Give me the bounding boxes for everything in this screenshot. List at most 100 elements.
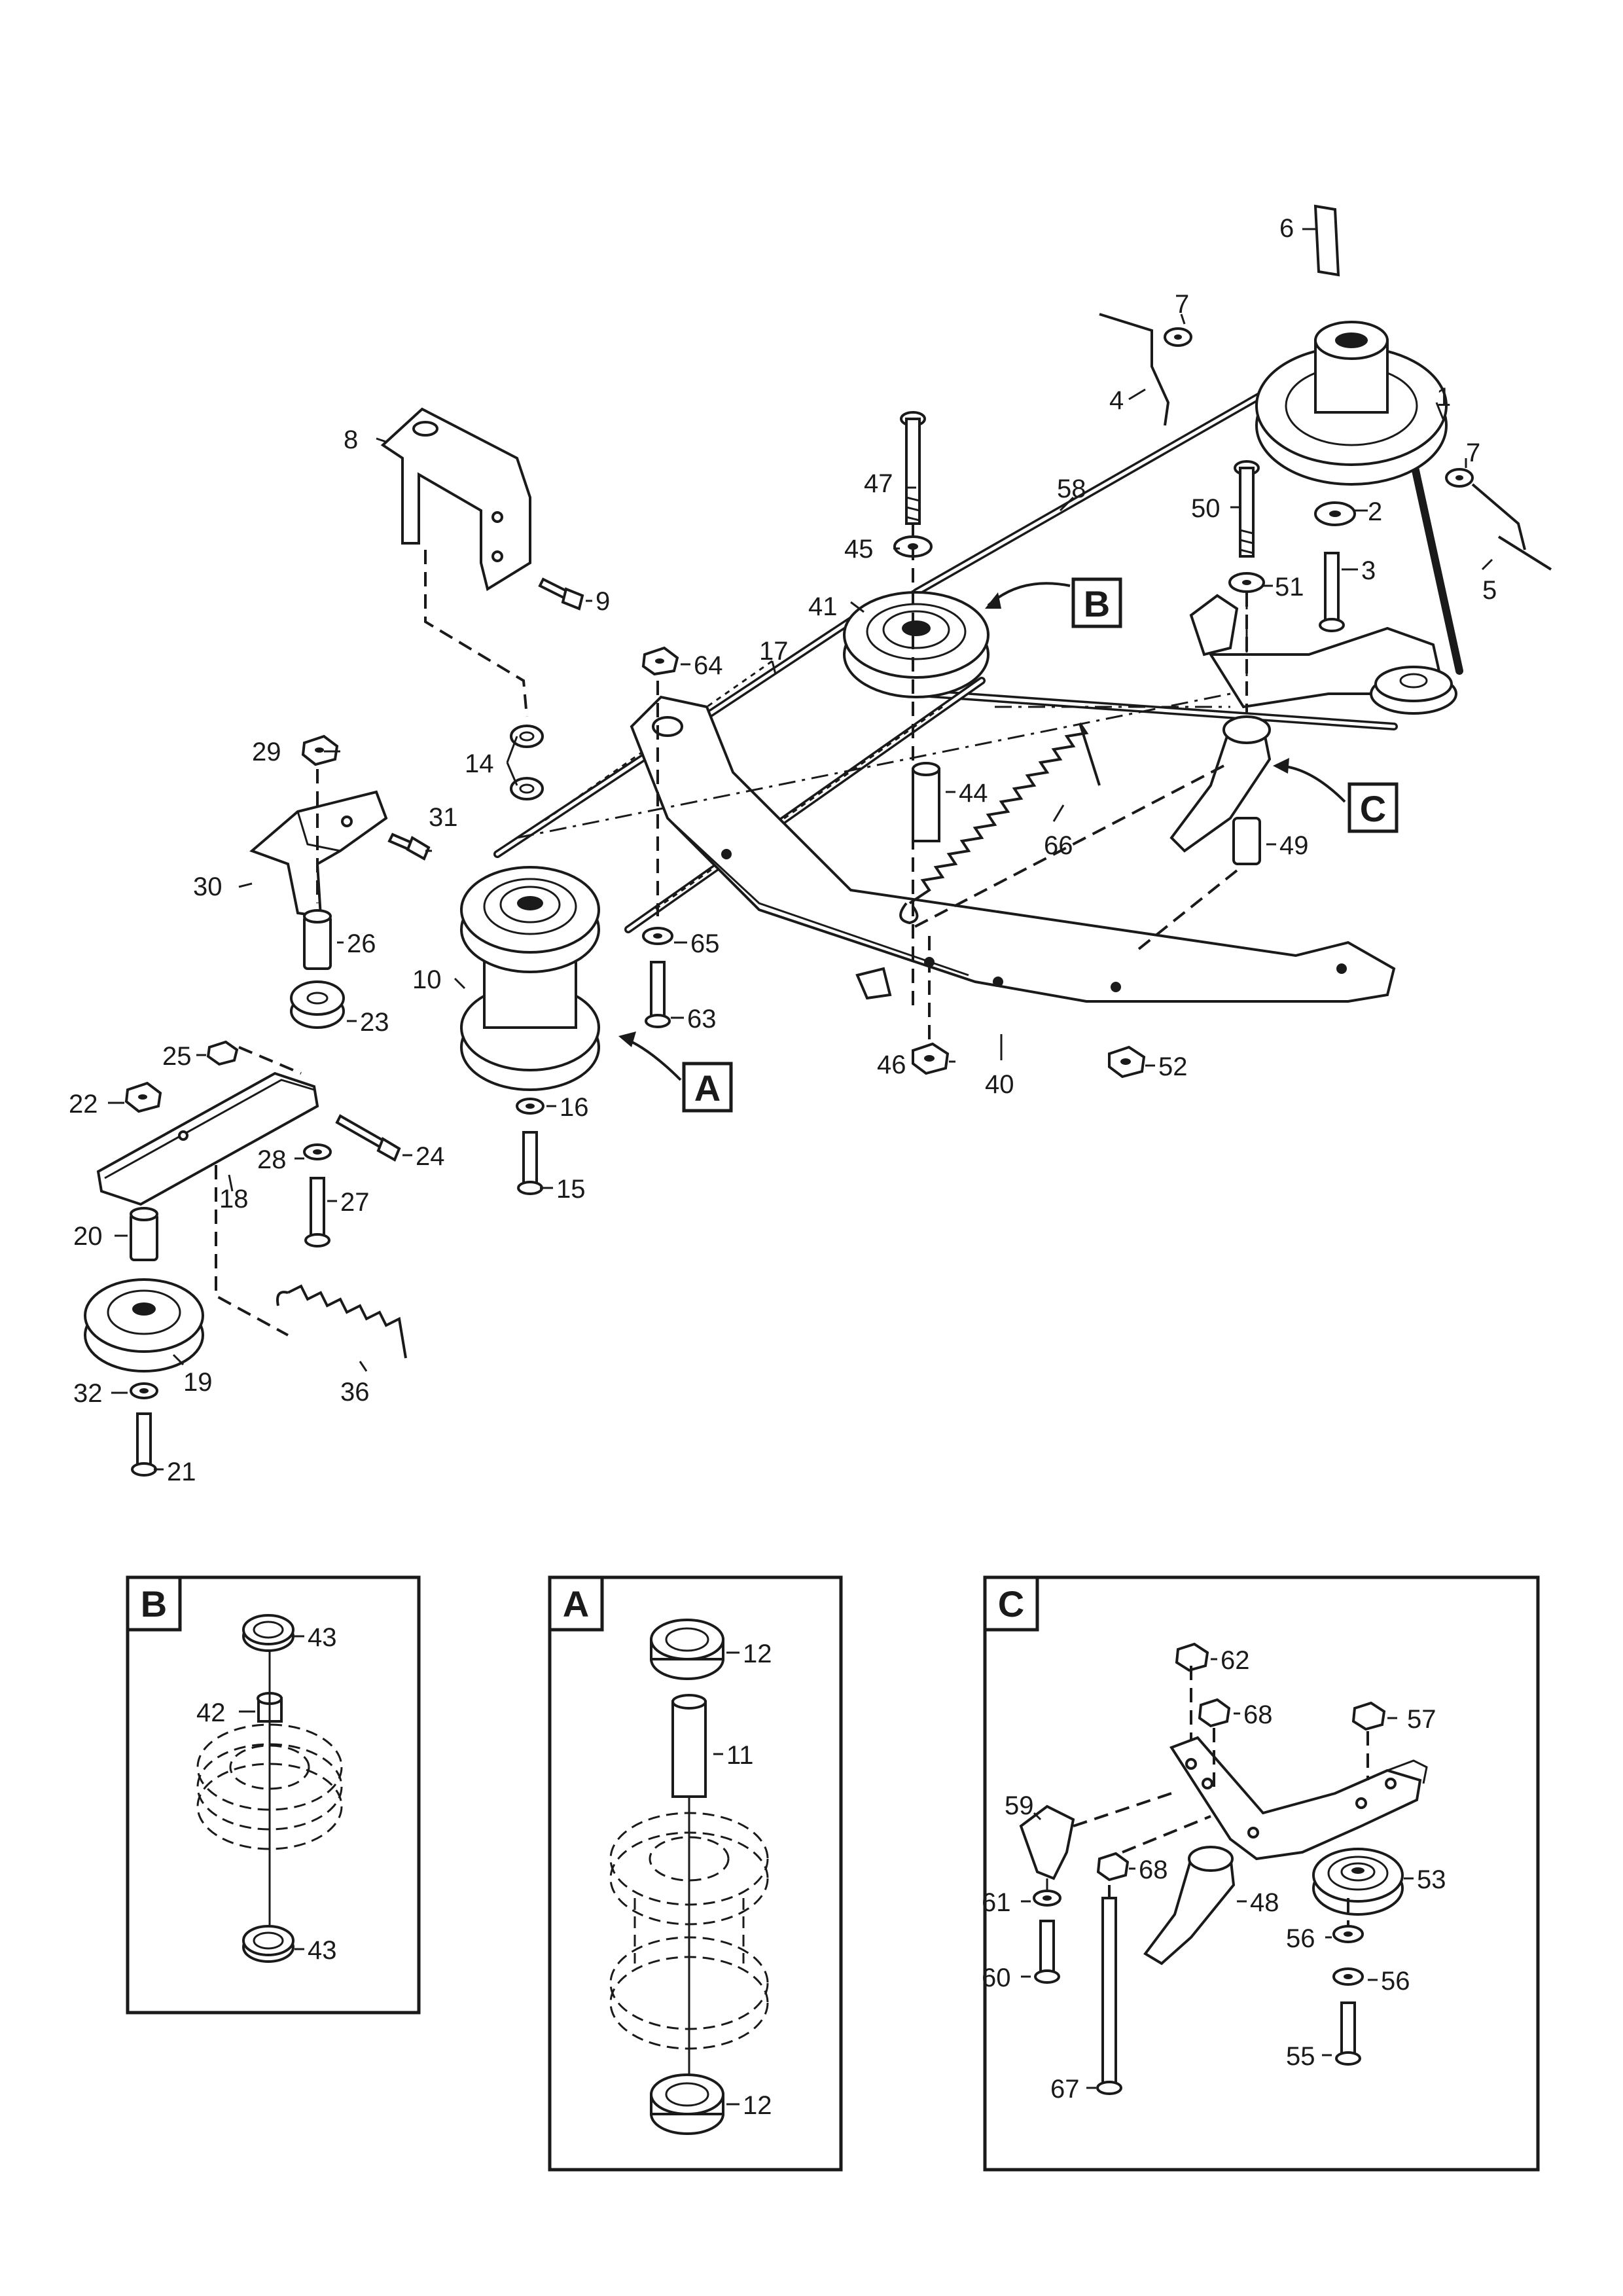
callout-c-label: C [1360,788,1386,829]
label-23: 23 [360,1008,389,1037]
label-46: 46 [877,1050,906,1079]
label-50: 50 [1191,494,1221,523]
label-29: 29 [252,738,281,766]
panel-b-title: B [141,1583,167,1624]
label-2: 2 [1368,497,1382,526]
detail-panel-a: A 12 11 12 [548,1575,843,2172]
label-65: 65 [690,929,720,958]
label-25: 25 [162,1042,192,1071]
label-56b: 56 [1381,1967,1410,1996]
label-6: 6 [1279,214,1294,243]
label-66: 66 [1044,831,1073,860]
label-30: 30 [193,872,223,901]
bolt-27 [304,1177,330,1247]
label-48: 48 [1250,1888,1279,1917]
label-64: 64 [694,651,723,680]
label-56a: 56 [1286,1924,1315,1953]
spacer-49 [1232,817,1261,865]
bolt-47 [900,411,926,525]
leader-lines [108,228,1493,1471]
plate-18 [96,1071,319,1206]
bolt-9 [538,577,584,611]
label-57: 57 [1407,1705,1436,1734]
callout-box-b: B [1071,577,1122,628]
callout-arrows [618,582,1346,1081]
bearing-43-upper [242,1614,294,1652]
panel-c-title: C [998,1583,1024,1624]
spacer-44 [912,762,940,842]
nut-22 [124,1081,162,1113]
label-27: 27 [340,1188,370,1217]
idler-arm-assembly [1169,594,1457,853]
spacer-11 [671,1694,707,1798]
washer-14-lower [510,777,544,800]
spring-66 [899,722,1101,925]
label-8: 8 [344,425,358,454]
pulley-19 [84,1278,204,1372]
label-63: 63 [687,1005,717,1033]
label-55: 55 [1286,2042,1315,2071]
label-43b: 43 [308,1936,337,1965]
bearing-43-lower [242,1925,294,1963]
bracket-8 [380,407,531,592]
spring-36 [276,1284,407,1359]
frame-40 [630,695,1396,1003]
label-10: 10 [412,965,442,994]
nut-25 [206,1040,239,1066]
label-32: 32 [73,1379,103,1408]
label-45: 45 [844,535,874,564]
callout-box-a: A [682,1062,733,1113]
label-17: 17 [759,637,789,666]
bearing-12-lower [650,2073,724,2135]
label-15: 15 [556,1175,586,1204]
label-62: 62 [1221,1646,1250,1675]
callout-box-c: C [1347,782,1399,833]
bracket-30 [249,790,388,918]
nut-46 [912,1042,950,1075]
pulley-10 [460,866,600,1091]
engine-pulley-1 [1255,321,1448,486]
drive-belt-58 [912,379,1463,730]
label-26: 26 [347,929,376,958]
bolt-31 [387,833,431,861]
label-36: 36 [340,1378,370,1407]
label-40: 40 [985,1070,1014,1099]
label-60: 60 [982,1964,1011,1992]
label-58: 58 [1057,475,1086,503]
label-28: 28 [257,1145,287,1174]
label-21: 21 [167,1458,196,1486]
label-44: 44 [959,779,988,808]
label-11: 11 [726,1741,754,1770]
label-12b: 12 [743,2091,772,2120]
pulley-10-ghost [609,1812,769,2050]
callout-b-label: B [1084,583,1110,624]
label-52: 52 [1158,1052,1188,1081]
nut-52 [1108,1045,1146,1079]
label-7b: 7 [1466,439,1480,467]
clips-and-washers [1099,313,1552,571]
label-14: 14 [465,749,494,778]
bearing-12-upper [650,1619,724,1680]
label-12a: 12 [743,1640,772,1668]
callout-a-label: A [694,1067,721,1109]
label-7a: 7 [1175,290,1189,319]
nut-64 [641,646,679,676]
label-3: 3 [1361,556,1376,585]
label-41: 41 [808,592,838,621]
label-24: 24 [416,1142,445,1171]
label-67: 67 [1050,2075,1080,2104]
detail-panel-c: C 62 68 57 59 53 [982,1575,1540,2172]
bolt-50 [1234,460,1260,558]
key-6 [1313,204,1340,277]
bolt-15 [517,1131,543,1195]
spacer-20 [130,1207,158,1261]
washer-14-upper [510,725,544,748]
label-51: 51 [1275,573,1304,601]
spacer-26 [303,909,332,970]
detail-panel-b: B 43 42 43 [126,1575,421,2015]
label-9: 9 [596,587,610,616]
pulley-41 [843,591,990,698]
bolt-3 [1319,552,1345,632]
label-49: 49 [1279,831,1309,860]
